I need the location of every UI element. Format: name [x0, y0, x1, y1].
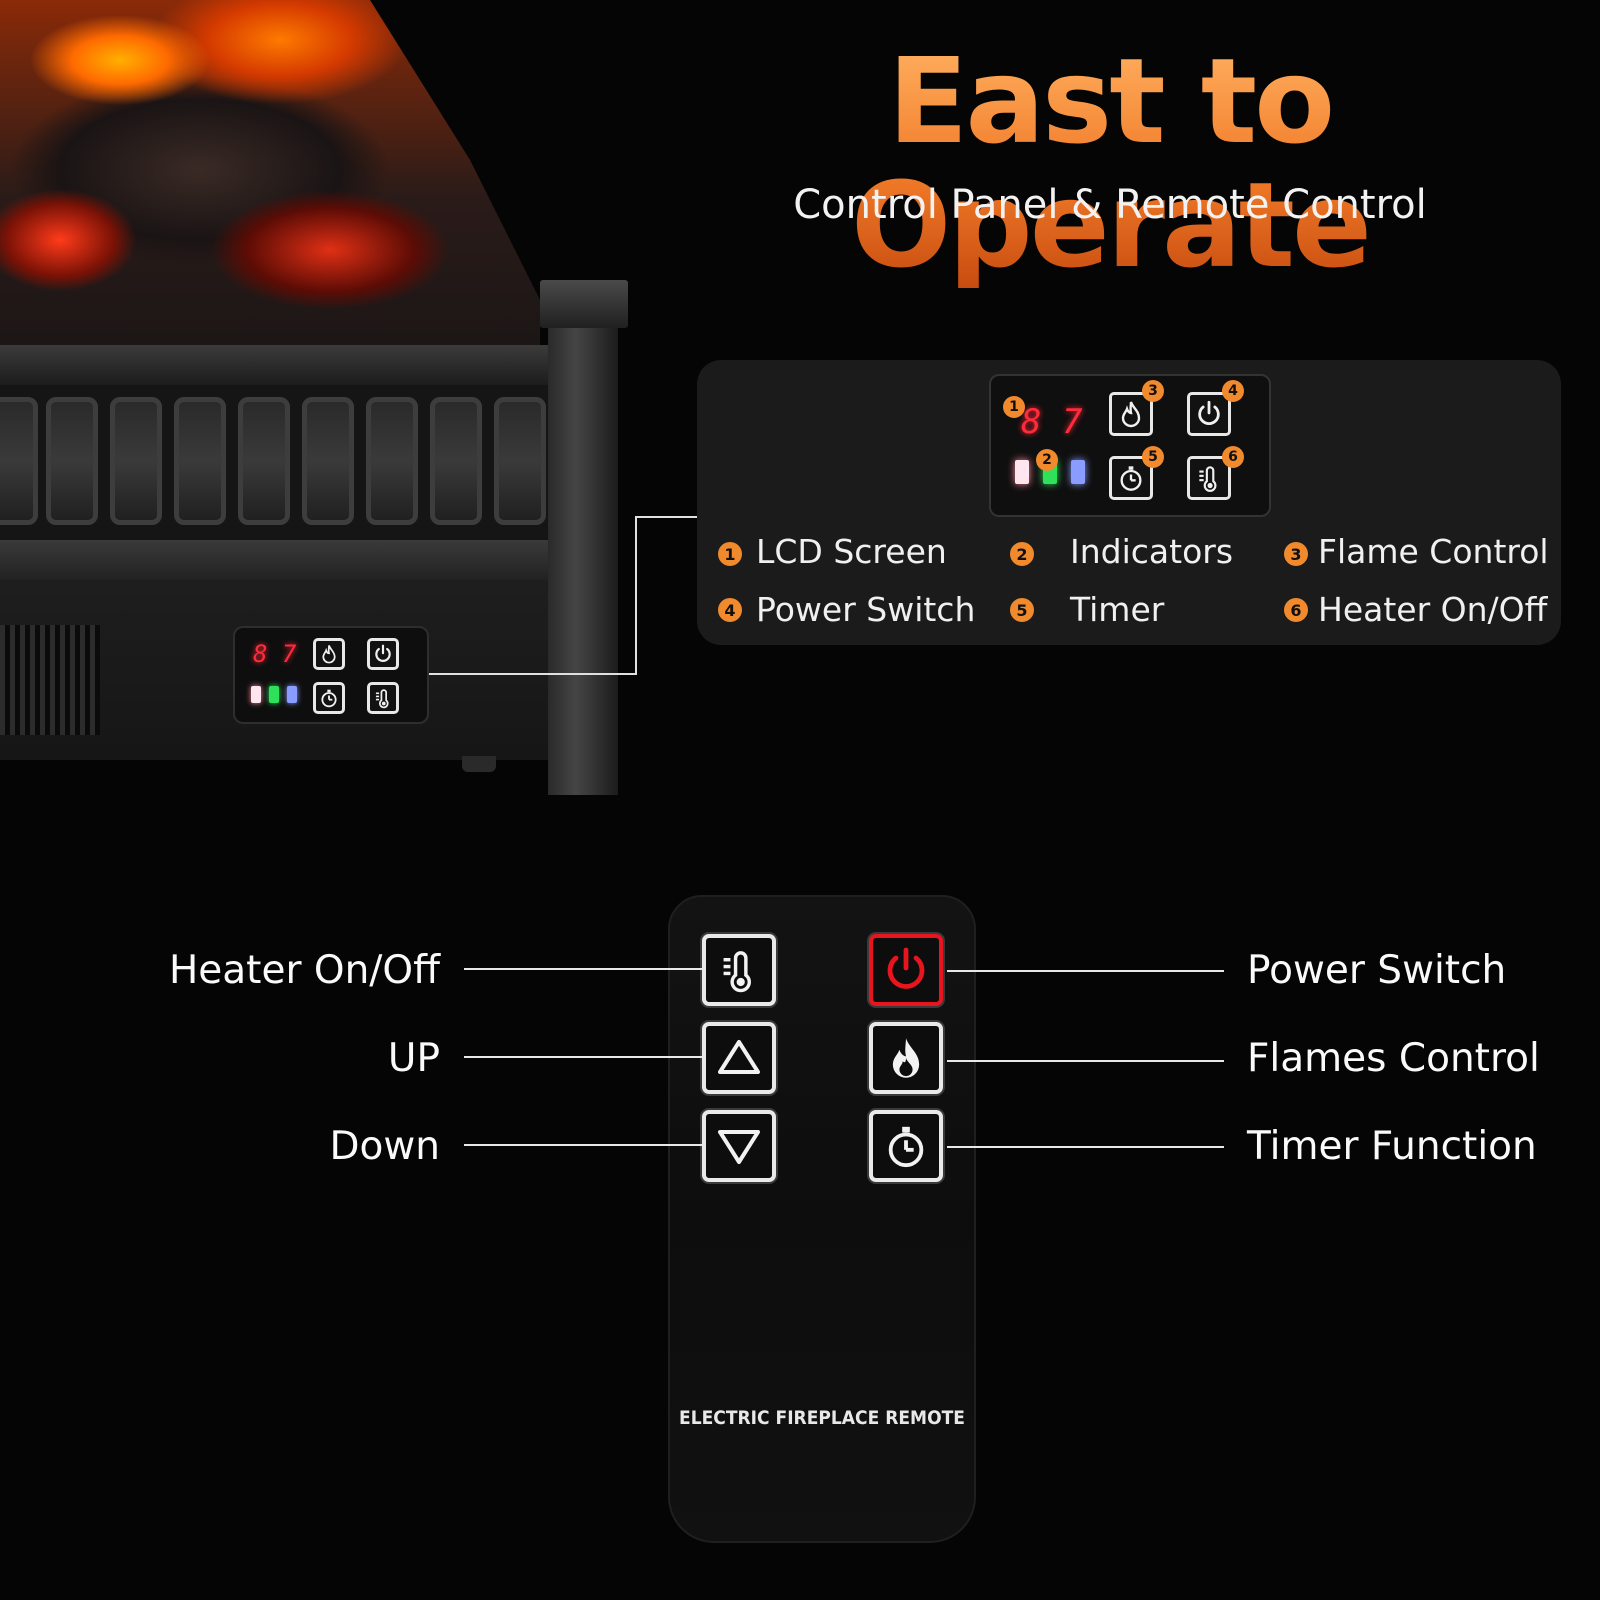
indicator-led-green: [269, 686, 279, 703]
label-power-switch: Power Switch: [1247, 948, 1507, 993]
callout-line-down: [464, 1144, 702, 1146]
arrow-up-icon: [718, 1040, 760, 1074]
unit-control-panel: 8 7: [233, 626, 429, 724]
legend-badge-6: 6: [1284, 598, 1308, 622]
callout-line-power: [947, 970, 1224, 972]
flame-button[interactable]: [1109, 392, 1153, 436]
legend-indicators: Indicators: [1070, 532, 1234, 571]
indicator-led-white: [1015, 460, 1029, 484]
indicator-led-blue: [1071, 460, 1085, 484]
legend-lcd-screen: LCD Screen: [756, 532, 947, 571]
connector-line: [635, 516, 637, 675]
timer-icon: [1120, 466, 1142, 491]
label-flames-control: Flames Control: [1247, 1036, 1540, 1081]
remote-brand-label: ELECTRIC FIREPLACE REMOTE: [679, 1407, 965, 1429]
burning-logs: [0, 0, 540, 360]
badge-power: 4: [1222, 380, 1244, 402]
callout-line-flames: [947, 1060, 1224, 1062]
label-down: Down: [329, 1124, 440, 1169]
flame-button[interactable]: [313, 638, 345, 670]
grate-mid-rail: [0, 540, 555, 580]
connector-line: [635, 516, 697, 518]
headline: East to Operate: [640, 39, 1580, 288]
callout-line-up: [464, 1056, 702, 1058]
badge-lcd: 1: [1003, 396, 1025, 418]
legend-timer: Timer: [1070, 590, 1165, 629]
timer-icon: [321, 689, 337, 708]
badge-indicators: 2: [1036, 449, 1058, 471]
heater-vent: [0, 625, 100, 735]
remote-down-button[interactable]: [702, 1110, 776, 1182]
connector-line: [429, 673, 637, 675]
timer-button[interactable]: [313, 682, 345, 714]
remote-timer-button[interactable]: [869, 1110, 943, 1182]
indicator-led-white: [251, 686, 261, 703]
unit-foot: [462, 756, 496, 772]
label-heater-on-off: Heater On/Off: [168, 948, 440, 993]
thermometer-icon: [1199, 466, 1217, 492]
remote-flame-button[interactable]: [869, 1022, 943, 1094]
legend-power-switch: Power Switch: [756, 590, 976, 629]
grate-bars: [0, 385, 555, 540]
power-button[interactable]: [1187, 392, 1231, 436]
remote-heater-button[interactable]: [702, 934, 776, 1006]
callout-line-timer: [947, 1146, 1224, 1148]
fireplace-insert-image: 8 7: [0, 0, 640, 800]
indicator-led-blue: [287, 686, 297, 703]
power-icon: [1198, 400, 1220, 425]
corner-post: [548, 310, 618, 795]
power-icon: [375, 644, 391, 662]
lcd-display-large: 8 7: [1021, 402, 1083, 442]
flame-icon: [322, 645, 336, 664]
remote-up-button[interactable]: [702, 1022, 776, 1094]
legend-badge-1: 1: [718, 542, 742, 566]
callout-line-heater: [464, 968, 702, 970]
legend-badge-5: 5: [1010, 598, 1034, 622]
flame-icon: [892, 1038, 920, 1078]
subtitle: Control Panel & Remote Control: [793, 182, 1427, 228]
thermometer-icon: [375, 689, 389, 709]
legend-heater: Heater On/Off: [1318, 590, 1548, 629]
remote-power-button[interactable]: [869, 934, 943, 1006]
power-icon: [887, 947, 925, 989]
lcd-display: 8 7: [253, 640, 297, 668]
legend-badge-4: 4: [718, 598, 742, 622]
legend-flame-control: Flame Control: [1318, 532, 1549, 571]
label-timer-function: Timer Function: [1247, 1124, 1537, 1169]
label-up: UP: [387, 1036, 440, 1081]
badge-flame: 3: [1142, 380, 1164, 402]
heater-button[interactable]: [367, 682, 399, 714]
corner-post-cap: [540, 280, 628, 328]
legend-badge-2: 2: [1010, 542, 1034, 566]
grate-top-rail: [0, 345, 555, 385]
badge-timer: 5: [1142, 446, 1164, 468]
badge-heater: 6: [1222, 446, 1244, 468]
timer-icon: [888, 1126, 924, 1168]
power-button[interactable]: [367, 638, 399, 670]
flame-icon: [1121, 401, 1141, 428]
arrow-down-icon: [718, 1130, 760, 1164]
legend-badge-3: 3: [1284, 542, 1308, 566]
thermometer-icon: [723, 951, 751, 993]
